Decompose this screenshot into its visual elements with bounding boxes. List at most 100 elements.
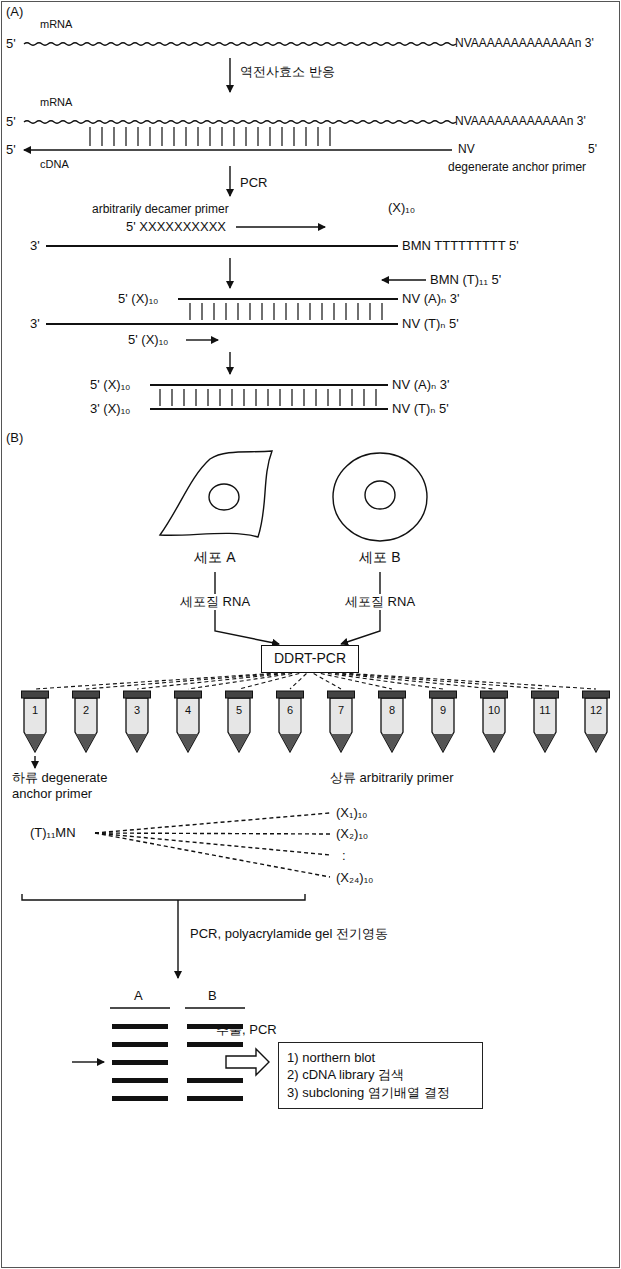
sample-tube: 5 — [224, 690, 254, 754]
sample-tube: 3 — [122, 690, 152, 754]
tube-number: 10 — [479, 704, 509, 718]
annotation-label: NV (T)ₙ 5' — [402, 316, 459, 332]
sample-tube: 2 — [71, 690, 101, 754]
sample-tube: 11 — [530, 690, 560, 754]
tube-number: 8 — [377, 704, 407, 718]
gel-band — [187, 1042, 243, 1047]
annotation-label: 3' (X)₁₀ — [90, 401, 130, 417]
tube-tip — [433, 734, 453, 751]
list-item: 1) northern blot — [287, 1050, 474, 1066]
process-box: DDRT-PCR — [261, 645, 359, 673]
annotation-label: (B) — [6, 430, 23, 446]
tube-cap — [328, 691, 355, 698]
gel-band — [112, 1078, 168, 1083]
tube-tip — [280, 734, 300, 751]
tube-tip — [484, 734, 504, 751]
tube-tip — [178, 734, 198, 751]
annotation-label: NV (A)ₙ 3' — [392, 377, 450, 393]
annotation-label: 5' XXXXXXXXXX — [126, 219, 226, 235]
annotation-label: 역전사효소 반응 — [240, 64, 335, 80]
tube-cap — [481, 691, 508, 698]
tube-cap — [22, 691, 49, 698]
annotation-label: NV (A)ₙ 3' — [402, 291, 460, 307]
tube-number: 6 — [275, 704, 305, 718]
dashed-connector — [35, 674, 271, 690]
dashed-connector — [342, 674, 545, 690]
annotation-label: A — [134, 988, 143, 1004]
annotation-label: : — [342, 848, 346, 864]
cell-figure: 세포 A — [150, 447, 280, 569]
dashed-connector — [314, 674, 341, 690]
tube-cap — [277, 691, 304, 698]
tube-number: 1 — [20, 704, 50, 718]
cell-figure: 세포 B — [325, 447, 435, 569]
tube-cap — [532, 691, 559, 698]
tube-outline — [530, 690, 560, 754]
connector-label: 세포질 RNA — [342, 594, 418, 610]
tube-cap — [226, 691, 253, 698]
tube-number: 3 — [122, 704, 152, 718]
annotation-label: degenerate anchor primer — [448, 160, 586, 174]
annotation-label: 5' — [6, 36, 16, 52]
tube-tip — [229, 734, 249, 751]
panel-b-drawing — [22, 756, 330, 1075]
tube-outline — [326, 690, 356, 754]
tube-outline — [428, 690, 458, 754]
cell-outline — [160, 451, 272, 537]
annotation-label: (X₁)₁₀ — [336, 805, 368, 821]
mrna-strand — [24, 121, 456, 124]
annotation-label: 5' — [6, 142, 16, 158]
tube-cap — [430, 691, 457, 698]
annotation-label: mRNA — [40, 18, 72, 31]
annotation-label: (X₂)₁₀ — [336, 826, 368, 842]
tube-tip — [331, 734, 351, 751]
gel-band — [112, 1024, 168, 1029]
tube-outline — [173, 690, 203, 754]
tube-tip — [382, 734, 402, 751]
annotation-label: B — [208, 988, 217, 1004]
tube-outline — [20, 690, 50, 754]
annotation-label: 추출, PCR — [216, 1022, 277, 1038]
connector-label: 세포질 RNA — [177, 594, 253, 610]
gel-band — [112, 1096, 168, 1101]
annotation-label: PCR, polyacrylamide gel 전기영동 — [190, 926, 388, 942]
sample-tube: 4 — [173, 690, 203, 754]
dashed-connector — [239, 674, 299, 690]
base-pair-ticks — [90, 127, 330, 146]
annotation-label: (A) — [6, 4, 23, 20]
tube-tip — [535, 734, 555, 751]
sample-tube: 12 — [581, 690, 611, 754]
annotation-label: (T)₁₁MN — [30, 825, 76, 841]
annotation-label: 5' (X)₁₀ — [118, 291, 158, 307]
tube-tip — [76, 734, 96, 751]
round-cell-shape — [325, 447, 435, 545]
annotation-label: 5' (X)₁₀ — [128, 332, 168, 348]
tube-number: 11 — [530, 704, 560, 718]
annotation-label: 3' — [30, 316, 40, 332]
tube-cap — [175, 691, 202, 698]
annotation-label: (X₂₄)₁₀ — [336, 870, 373, 886]
cell-nucleus — [365, 481, 395, 509]
tube-outline — [275, 690, 305, 754]
cell-label: 세포 A — [150, 549, 280, 567]
box-label: DDRT-PCR — [274, 650, 346, 668]
gel-band — [112, 1060, 168, 1065]
tube-number: 2 — [71, 704, 101, 718]
tube-cap — [583, 691, 610, 698]
tube-cap — [379, 691, 406, 698]
tube-number: 4 — [173, 704, 203, 718]
list-item: 2) cDNA library 검색 — [287, 1067, 474, 1083]
tube-number: 5 — [224, 704, 254, 718]
tube-outline — [224, 690, 254, 754]
annotation-label: 5' — [6, 114, 16, 130]
sample-tube: 1 — [20, 690, 50, 754]
cell-outline — [333, 453, 427, 541]
tube-tip — [127, 734, 147, 751]
sample-tube: 6 — [275, 690, 305, 754]
dashed-connector — [349, 674, 596, 690]
sample-tube: 9 — [428, 690, 458, 754]
annotation-label: NV (T)ₙ 5' — [392, 401, 449, 417]
base-pair-ticks — [190, 303, 382, 320]
tube-number: 12 — [581, 704, 611, 718]
